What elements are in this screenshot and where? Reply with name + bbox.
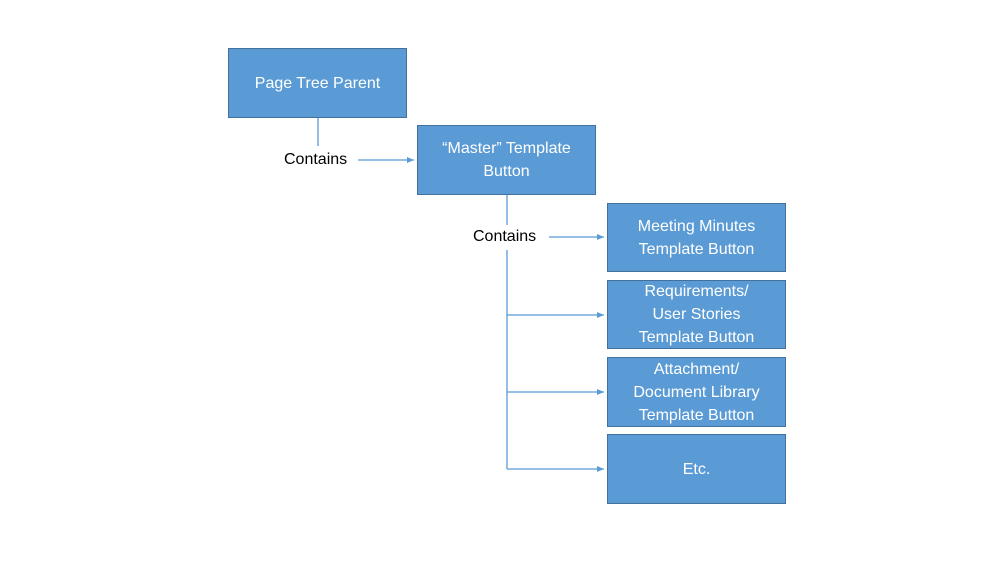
contains-label-2: Contains: [473, 227, 537, 247]
page-tree-parent-label: Page Tree Parent: [254, 74, 381, 92]
requirements-template-button-box: Requirements/ User Stories Template Butt…: [607, 280, 786, 349]
attachment-template-button-label: Attachment/ Document Library Template Bu…: [633, 360, 760, 424]
meeting-minutes-template-button-label: Meeting Minutes Template Button: [637, 217, 756, 258]
requirements-template-button-label: Requirements/ User Stories Template Butt…: [638, 283, 755, 346]
page-tree-parent-box: Page Tree Parent: [228, 48, 407, 118]
contains-label-1: Contains: [284, 150, 348, 170]
meeting-minutes-template-button-box: Meeting Minutes Template Button: [607, 203, 786, 272]
master-template-button-box: “Master” Template Button: [417, 125, 596, 195]
attachment-template-button-box: Attachment/ Document Library Template Bu…: [607, 357, 786, 427]
etc-box: Etc.: [607, 434, 786, 504]
master-template-button-label: “Master” Template Button: [442, 140, 571, 180]
etc-label: Etc.: [682, 460, 711, 478]
